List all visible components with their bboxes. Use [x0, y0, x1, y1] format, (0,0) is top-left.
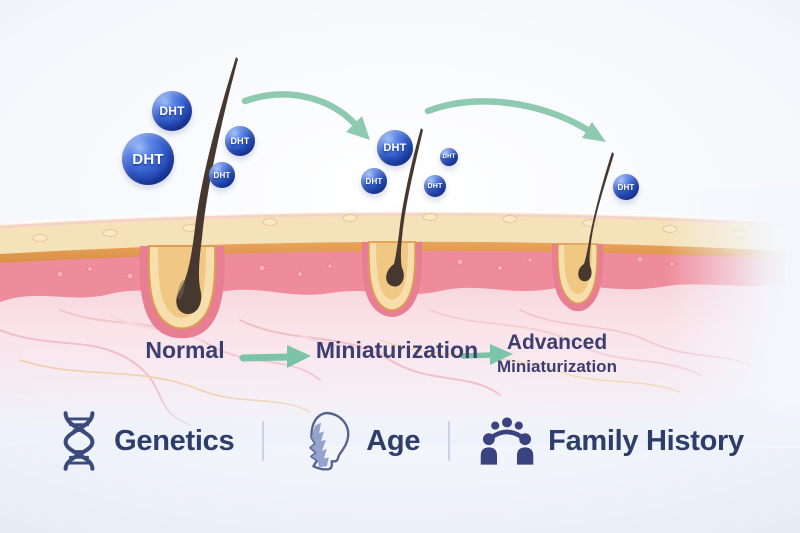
factor-family-history: Family History [478, 414, 744, 468]
dht-molecule: DHT [152, 91, 192, 131]
stage-label-miniaturization: Miniaturization [315, 337, 479, 363]
factor-genetics-label: Genetics [114, 424, 235, 457]
hair-shaft-miniaturized [386, 128, 423, 287]
factor-age-label: Age [366, 424, 421, 457]
hair-follicle-advanced [551, 152, 614, 312]
dht-label: DHT [442, 154, 456, 160]
dht-molecule: DHT [440, 148, 458, 166]
divider [262, 421, 265, 461]
dht-molecule: DHT [613, 174, 639, 200]
stage-label-advanced-line2: Miniaturization [497, 357, 617, 376]
factor-age: Age [292, 408, 420, 474]
factor-genetics: Genetics [56, 410, 235, 472]
aging-head-icon [309, 411, 350, 471]
dht-label: DHT [383, 142, 407, 154]
stage-arrow-1 [239, 345, 311, 368]
dht-label: DHT [365, 176, 383, 186]
bottom-fade [0, 388, 800, 446]
stage-label-advanced: Advanced Miniaturization [478, 331, 636, 377]
dht-label: DHT [427, 182, 443, 190]
dht-molecule: DHT [424, 175, 446, 197]
dht-molecule: DHT [209, 162, 235, 188]
dht-molecule: DHT [122, 133, 174, 185]
factors-row: Genetics Age Family History [0, 408, 800, 474]
dht-label: DHT [159, 104, 185, 118]
stage-label-advanced-line1: Advanced [506, 331, 608, 354]
divider [448, 421, 451, 461]
stage-label-normal: Normal [145, 337, 225, 363]
factor-family-history-label: Family History [548, 424, 744, 457]
progression-arrow-1 [241, 91, 370, 140]
dht-label: DHT [213, 170, 231, 180]
dermis-cells [56, 255, 675, 280]
hair-shaft-advanced [578, 152, 614, 282]
hair-follicle-normal [139, 57, 238, 339]
dna-icon [63, 411, 95, 471]
dht-molecule: DHT [225, 126, 255, 156]
dht-label: DHT [230, 136, 250, 146]
dht-molecule: DHT [361, 168, 387, 194]
progression-arrow-2 [424, 98, 606, 142]
family-icon [480, 417, 534, 465]
hair-shaft-normal [176, 57, 238, 314]
hair-follicle-miniaturized [361, 128, 423, 317]
stage-arrow-2 [460, 344, 513, 365]
dht-label: DHT [132, 150, 164, 168]
dht-label: DHT [617, 182, 635, 192]
dht-molecule: DHT [377, 130, 413, 166]
